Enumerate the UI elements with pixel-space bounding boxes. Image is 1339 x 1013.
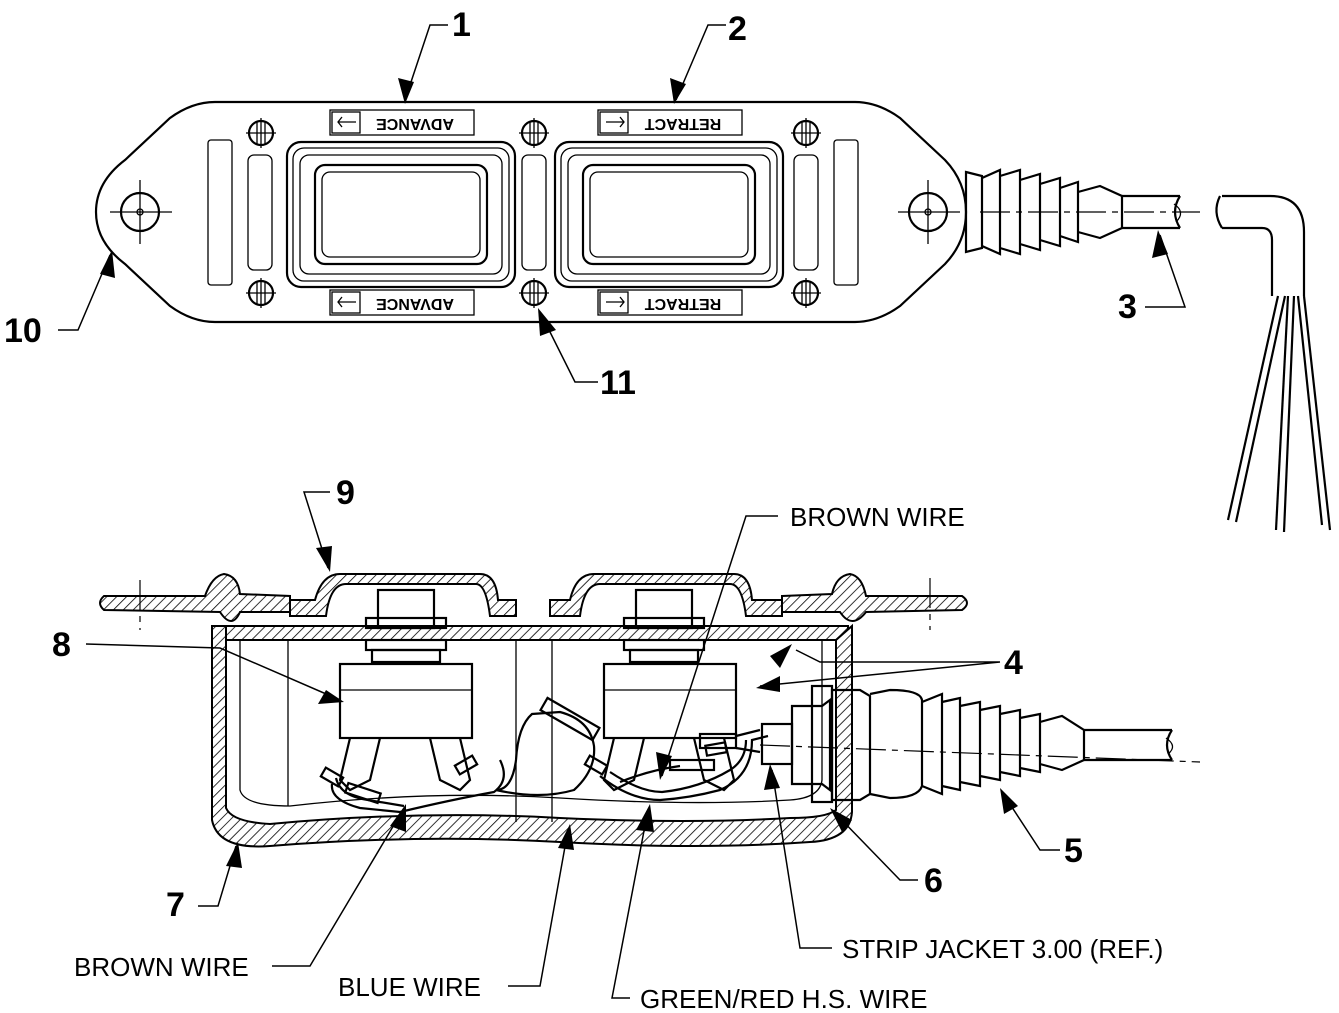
callout-7: 7	[166, 886, 185, 924]
advance-button-boot	[285, 140, 517, 289]
screw-icon	[519, 118, 549, 148]
slot-left-inner	[247, 154, 273, 271]
boot-cover-right	[549, 573, 783, 617]
boot-cover-left	[289, 573, 517, 617]
slot-right-inner	[793, 154, 819, 271]
screw-icon	[246, 118, 276, 148]
flange-left	[99, 572, 291, 622]
callout-6: 6	[924, 862, 943, 900]
label-brown-wire-top: BROWN WIRE	[790, 502, 965, 532]
callout-10: 10	[4, 312, 42, 350]
section-view	[85, 491, 1201, 999]
callout-8: 8	[52, 626, 71, 664]
section-wires	[330, 696, 769, 814]
switch-stem-left	[364, 588, 448, 664]
label-green-red-wire: GREEN/RED H.S. WIRE	[640, 984, 927, 1013]
retract-label-top: RETRACT	[645, 115, 722, 132]
screws	[246, 118, 821, 308]
label-plate-advance-bottom: ADVANCE	[329, 289, 475, 316]
retract-button-boot	[553, 140, 785, 289]
screw-icon	[519, 278, 549, 308]
strain-relief-section	[759, 684, 1201, 804]
pendant-body-outline	[94, 100, 968, 324]
cable-top	[980, 194, 1332, 533]
advance-label-bottom: ADVANCE	[376, 295, 454, 312]
leaders-section	[85, 491, 1060, 999]
label-brown-wire-bottom: BROWN WIRE	[74, 952, 249, 982]
callout-9: 9	[336, 474, 355, 512]
switch-body-right	[583, 662, 738, 792]
label-plate-advance-top: ADVANCE	[329, 109, 475, 136]
mount-hole-right	[898, 180, 960, 244]
callout-2: 2	[728, 10, 747, 48]
callout-11: 11	[600, 364, 636, 402]
housing-shell	[211, 623, 853, 848]
switch-body-left	[319, 662, 479, 792]
slot-center	[521, 154, 547, 271]
switch-stem-right	[622, 588, 706, 664]
retract-label-bottom: RETRACT	[645, 295, 722, 312]
slot-right-outer	[833, 139, 859, 286]
callout-3: 3	[1118, 288, 1137, 326]
callout-1: 1	[452, 6, 471, 44]
label-plate-retract-top: RETRACT	[597, 109, 743, 136]
cover-plate	[223, 625, 849, 641]
leaders-top	[58, 24, 1187, 383]
screw-icon	[791, 118, 821, 148]
screw-icon	[791, 278, 821, 308]
slot-left-outer	[207, 139, 233, 286]
mount-hole-left	[110, 180, 172, 244]
advance-label-top: ADVANCE	[376, 115, 454, 132]
flange-right	[781, 572, 968, 622]
callout-5: 5	[1064, 832, 1083, 870]
label-strip-jacket: STRIP JACKET 3.00 (REF.)	[842, 934, 1163, 964]
label-blue-wire: BLUE WIRE	[338, 972, 481, 1002]
screw-icon	[246, 278, 276, 308]
label-plate-retract-bottom: RETRACT	[597, 289, 743, 316]
callout-4: 4	[1004, 644, 1023, 682]
top-view: ADVANCE RETRACT ADVANCE RETRACT	[58, 24, 1332, 533]
